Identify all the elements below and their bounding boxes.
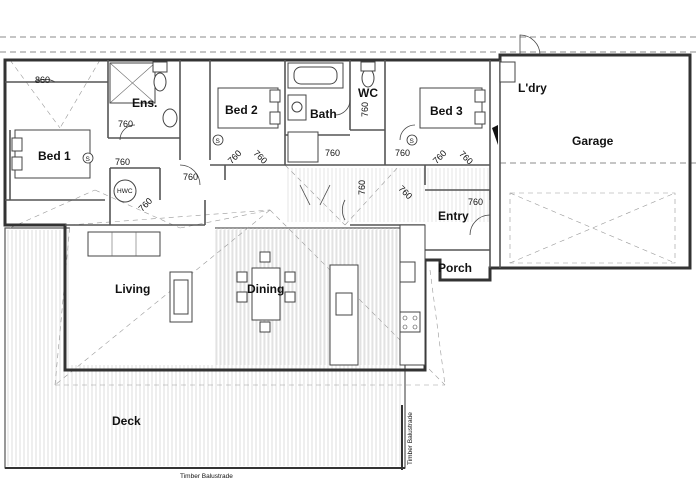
label-garage: Garage — [572, 134, 614, 148]
label-bed3: Bed 3 — [430, 104, 463, 118]
label-living: Living — [115, 282, 150, 296]
boundary-lines — [0, 36, 700, 164]
dim-760-bath: 760 — [325, 148, 340, 158]
balustrade-note-side: Timber Balustrade — [407, 412, 414, 465]
label-ensuite: Ens. — [132, 96, 157, 110]
dim-760-hall-b: 760 — [183, 172, 198, 182]
label-bed1: Bed 1 — [38, 149, 71, 163]
label-dining: Dining — [247, 282, 284, 296]
dim-760-ensuite: 760 — [118, 119, 133, 129]
walls — [3, 53, 692, 372]
safety-markers: S S S — [82, 134, 418, 164]
dim-760-bed2-a: 760 — [226, 148, 244, 166]
doors — [34, 34, 541, 236]
balustrade-edge — [5, 405, 405, 470]
dim-760-wc: 760 — [360, 102, 370, 117]
dim-860: 860 — [35, 75, 50, 85]
dim-760-bed3-a: 760 — [395, 148, 410, 158]
label-bath: Bath — [310, 107, 337, 121]
label-entry: Entry — [438, 209, 469, 223]
dim-760-hall-c: 760 — [357, 180, 367, 195]
dim-760-bed3-b: 760 — [431, 148, 449, 166]
garage-door-dash — [509, 192, 676, 264]
room-labels: Bed 1 Ens. Bed 2 Bath WC Bed 3 L'dry Gar… — [38, 81, 614, 428]
balustrade-notes: Timber Balustrade Timber Balustrade — [180, 412, 414, 480]
label-wc: WC — [358, 86, 378, 100]
label-porch: Porch — [438, 261, 472, 275]
dim-760-entry-b: 760 — [468, 197, 483, 207]
fixtures — [11, 61, 516, 366]
safety-s-bed1: S — [86, 156, 91, 163]
label-laundry: L'dry — [518, 81, 547, 95]
hwc-label: HWC — [117, 188, 133, 195]
hall-floorboards — [287, 168, 489, 222]
dim-760-entry-a: 760 — [397, 184, 415, 202]
label-bed2: Bed 2 — [225, 103, 258, 117]
safety-s-bed2: S — [216, 138, 221, 145]
dim-760-hwc: 760 — [137, 196, 155, 214]
safety-s-bed3: S — [410, 138, 415, 145]
dim-760-bed2-b: 760 — [252, 148, 270, 166]
label-deck: Deck — [112, 414, 141, 428]
balustrade-note-bottom: Timber Balustrade — [180, 473, 233, 480]
dim-760-hall-a: 760 — [115, 157, 130, 167]
ceiling-lines — [9, 59, 446, 386]
dim-760-bed3-c: 760 — [457, 149, 475, 167]
